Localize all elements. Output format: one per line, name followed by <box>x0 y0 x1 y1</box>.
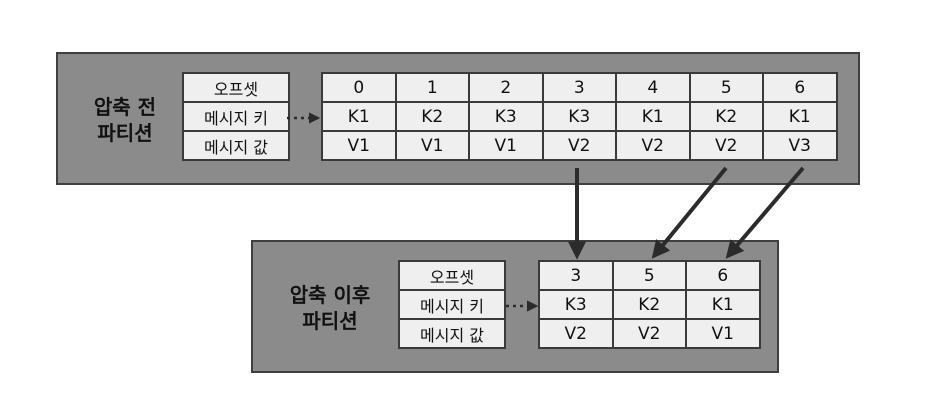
partition-after-compaction: 압축 이후 파티션 오프셋 메시지 키 메시지 값 3 5 6 K3 K2 K1… <box>251 240 779 373</box>
value-row: V1 V1 V1 V2 V2 V2 V3 <box>321 130 838 161</box>
value-cell: V2 <box>538 318 614 349</box>
value-cell: V2 <box>611 318 687 349</box>
label-offset: 오프셋 <box>398 260 506 291</box>
offset-cell: 6 <box>762 72 838 103</box>
offset-cell: 4 <box>615 72 691 103</box>
key-cell: K2 <box>611 289 687 320</box>
key-row: K3 K2 K1 <box>538 289 761 320</box>
value-cell: V2 <box>541 130 617 161</box>
offset-cell: 2 <box>468 72 544 103</box>
key-cell: K2 <box>394 101 470 132</box>
message-table-before: 0 1 2 3 4 5 6 K1 K2 K3 K3 K1 K2 K1 V1 V1… <box>321 72 838 161</box>
value-cell: V1 <box>468 130 544 161</box>
key-cell: K3 <box>468 101 544 132</box>
panel-title-before: 압축 전 파티션 <box>80 94 170 146</box>
message-table-after: 3 5 6 K3 K2 K1 V2 V2 V1 <box>538 260 761 349</box>
value-cell: V2 <box>615 130 691 161</box>
key-cell: K1 <box>321 101 397 132</box>
value-cell: V1 <box>321 130 397 161</box>
offset-row: 3 5 6 <box>538 260 761 291</box>
panel-title-after-line2: 파티션 <box>302 309 358 333</box>
value-cell: V2 <box>688 130 764 161</box>
offset-cell: 6 <box>685 260 761 291</box>
key-cell: K2 <box>688 101 764 132</box>
panel-title-before-line2: 파티션 <box>97 121 153 145</box>
panel-title-before-line1: 압축 전 <box>93 95 157 119</box>
label-message-value: 메시지 값 <box>182 130 290 161</box>
offset-row: 0 1 2 3 4 5 6 <box>321 72 838 103</box>
label-message-key: 메시지 키 <box>182 101 290 132</box>
key-cell: K3 <box>538 289 614 320</box>
key-cell: K3 <box>541 101 617 132</box>
value-cell: V1 <box>394 130 470 161</box>
offset-cell: 3 <box>541 72 617 103</box>
key-cell: K1 <box>685 289 761 320</box>
key-cell: K1 <box>615 101 691 132</box>
value-cell: V3 <box>762 130 838 161</box>
key-cell: K1 <box>762 101 838 132</box>
value-cell: V1 <box>685 318 761 349</box>
offset-cell: 5 <box>611 260 687 291</box>
offset-cell: 0 <box>321 72 397 103</box>
offset-cell: 5 <box>688 72 764 103</box>
offset-cell: 3 <box>538 260 614 291</box>
row-labels-before: 오프셋 메시지 키 메시지 값 <box>182 72 290 161</box>
label-offset: 오프셋 <box>182 72 290 103</box>
value-row: V2 V2 V1 <box>538 318 761 349</box>
panel-title-after-line1: 압축 이후 <box>289 283 371 307</box>
label-message-value: 메시지 값 <box>398 318 506 349</box>
partition-before-compaction: 압축 전 파티션 오프셋 메시지 키 메시지 값 0 1 2 3 4 5 6 K… <box>56 52 860 185</box>
row-labels-after: 오프셋 메시지 키 메시지 값 <box>398 260 506 349</box>
offset-cell: 1 <box>394 72 470 103</box>
key-row: K1 K2 K3 K3 K1 K2 K1 <box>321 101 838 132</box>
panel-title-after: 압축 이후 파티션 <box>275 282 385 334</box>
label-message-key: 메시지 키 <box>398 289 506 320</box>
